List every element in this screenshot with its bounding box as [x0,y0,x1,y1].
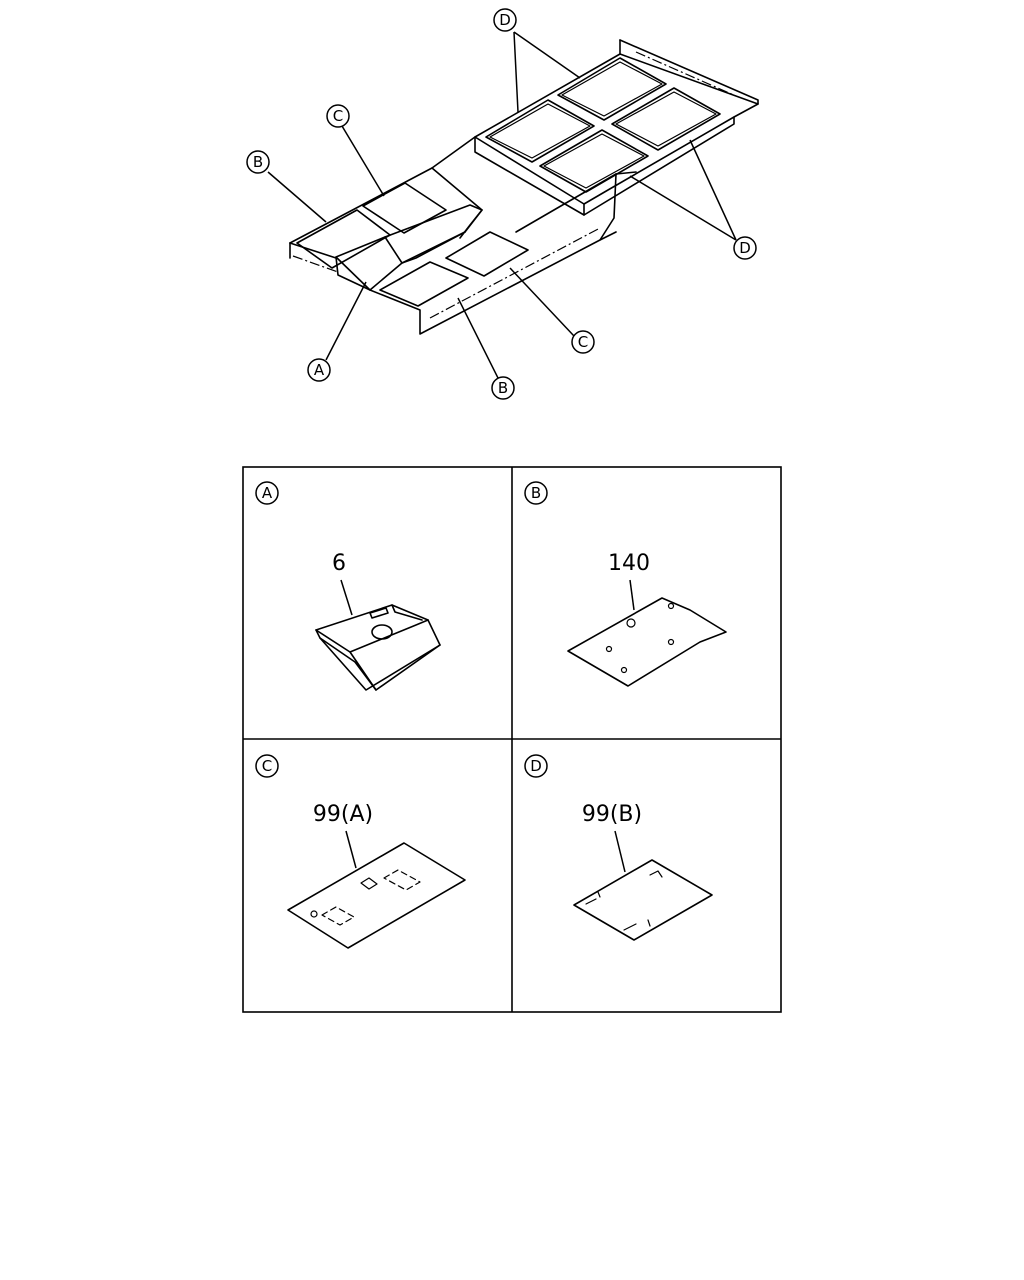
callout-c-bottom: C [571,330,595,354]
front-deck [369,171,637,335]
panel-b-letter: B [531,484,541,502]
panel-d-marker [524,754,548,778]
svg-text:C: C [578,333,588,351]
callout-a: A [307,358,331,382]
deck-joint-line [515,173,617,233]
callout-b-bottom: B [491,376,515,400]
svg-text:C: C [333,107,343,125]
svg-text:B: B [253,153,263,171]
detail-panel-c: C 99(A) [255,754,466,949]
leader-lines [267,31,737,379]
svg-text:B: B [498,379,508,397]
detail-panel-b: B 140 [524,481,727,687]
callout-b-top: B [246,150,270,174]
panel-d-letter: D [530,757,542,775]
panel-a-letter: A [262,484,273,502]
part-number-c: 99(A) [313,802,373,827]
floor-assembly-overview: D C B D C A B [246,8,759,400]
floor-pad-140 [567,597,727,687]
rear-floor [474,39,759,216]
panel-a-marker [255,481,279,505]
detail-panel-d: D 99(B) [524,754,713,941]
callout-d-right: D [733,236,757,260]
svg-text:A: A [314,361,325,379]
svg-text:D: D [739,239,751,257]
panel-c-marker [255,754,279,778]
svg-text:D: D [499,11,511,29]
panel-b-marker [524,481,548,505]
part-number-a: 6 [332,551,346,576]
floor-pad-99a [287,842,466,949]
callout-c-top: C [326,104,350,128]
part-number-b: 140 [608,551,650,576]
detail-grid [242,466,782,1013]
panel-c-letter: C [262,757,272,775]
tunnel-cover-part [315,604,441,691]
callout-d-top: D [493,8,517,32]
floor-pad-99b [573,859,713,941]
detail-panel-a: A 6 [255,481,441,691]
left-deck [289,167,483,273]
tunnel-cover [335,204,483,291]
part-number-d: 99(B) [582,802,642,827]
deck-joint-line [431,136,476,169]
